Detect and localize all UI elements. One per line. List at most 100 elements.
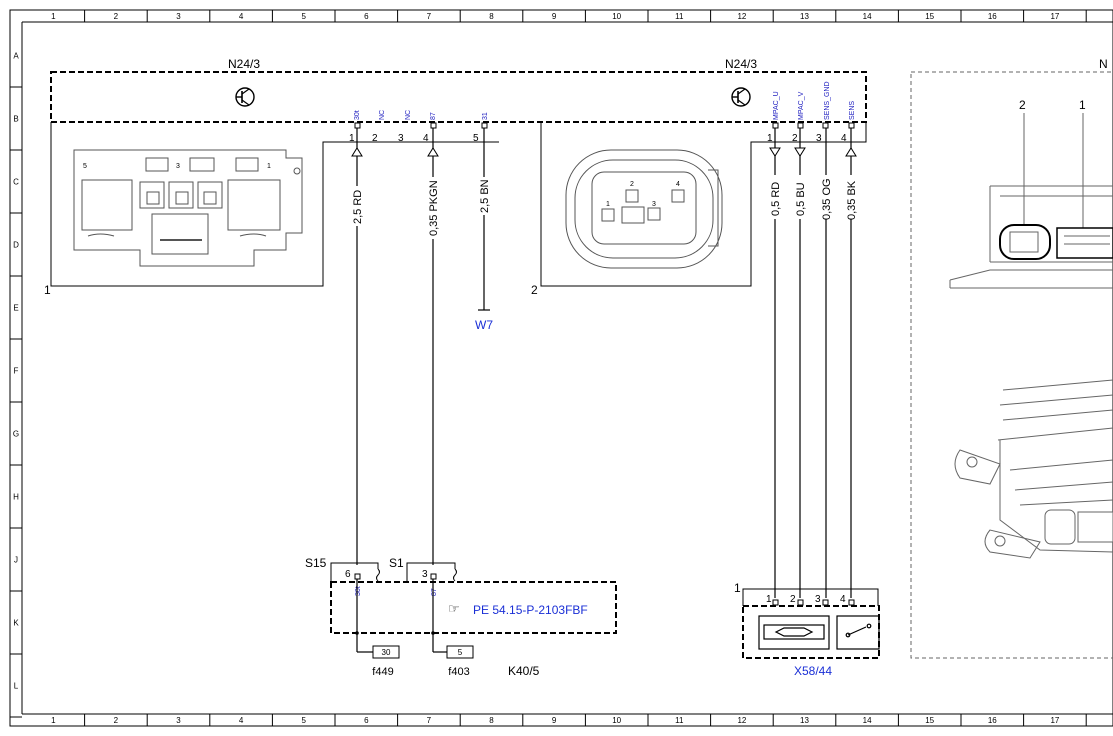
column-ruler-label-top: 6 [364,12,369,21]
row-ruler-label: F [14,367,19,376]
column-ruler-label-top: 8 [489,12,494,21]
column-ruler-label-bottom: 9 [552,716,557,725]
connector-face-right [565,149,723,269]
column-ruler-label-bottom: 15 [925,716,934,725]
column-ruler-label-top: 11 [675,12,684,21]
pin-number-left-2: 2 [372,133,378,144]
column-ruler-label-bottom: 13 [800,716,809,725]
terminal-label-s1: S1 [389,556,404,570]
column-ruler-label-top: 9 [552,12,557,21]
pointing-hand-icon: ☞ [448,601,460,616]
grid-rulers: 1122334455667788991010111112121313141415… [10,10,1087,726]
pin-number-left-1: 1 [349,133,355,144]
pin-number-s1: 3 [422,569,428,580]
pin-signal-right-4: SENS [849,101,856,120]
row-ruler-label: K [13,619,19,628]
sensor-element-symbol [758,615,830,650]
column-ruler-label-bottom: 4 [239,716,244,725]
row-ruler-label: E [13,304,18,313]
row-ruler-label: B [13,115,18,124]
column-ruler-label-top: 13 [800,12,809,21]
photo-callout-1: 1 [1079,98,1086,112]
ground-ref-link[interactable]: W7 [475,318,493,332]
component-photo-panel [910,71,1113,659]
column-ruler-label-top: 5 [301,12,306,21]
wire-direction-arrows [351,147,857,157]
pin-signal-s1: 87 [431,588,438,596]
pin-number-right-1: 1 [767,133,773,144]
column-ruler-label-bottom: 1 [51,716,56,725]
module-title-cut: N [1099,57,1108,71]
module-title-left: N24/3 [228,57,260,71]
wire-lines [356,128,852,598]
column-ruler-label-bottom: 7 [427,716,432,725]
pin-signal-left-3: NC [405,110,412,120]
fuse-junctions [355,631,435,635]
wire-label-4: 0,5 RD [770,182,782,216]
column-ruler-label-top: 10 [612,12,621,21]
fuse-f403: 5 [446,645,474,659]
face-label-right-3: 3 [652,201,656,208]
pin-signal-left-2: NC [379,110,386,120]
connector-callout-right: 2 [531,283,538,297]
sensor-pin-1: 1 [766,594,772,605]
column-ruler-label-top: 15 [925,12,934,21]
pin-contacts-left [354,122,488,129]
fuse-rating-f403: 5 [458,648,463,657]
column-ruler-label-bottom: 6 [364,716,369,725]
pin-number-left-4: 4 [423,133,429,144]
pin-signal-s15: 30t [355,586,362,596]
column-ruler-label-bottom: 16 [988,716,997,725]
fuse-name-f449: f449 [372,666,393,678]
wire-label-5: 0,5 BU [795,182,807,216]
sensor-pin-4: 4 [840,594,846,605]
column-ruler-label-bottom: 10 [612,716,621,725]
column-ruler-label-top: 4 [239,12,244,21]
column-ruler-label-top: 14 [863,12,872,21]
row-ruler-label: J [14,556,18,565]
sensor-pin-2: 2 [790,594,796,605]
doc-ref-link[interactable]: ☞ PE 54.15-P-2103FBF [448,601,588,617]
column-ruler-label-top: 1 [51,12,56,21]
face-label-right-1: 1 [606,201,610,208]
switch-symbol [836,615,880,650]
pin-signal-left-5: 31 [482,112,489,120]
column-ruler-label-bottom: 11 [675,716,684,725]
transistor-symbol-left [235,87,255,107]
column-ruler-label-bottom: 17 [1050,716,1059,725]
column-ruler-label-top: 7 [427,12,432,21]
column-ruler-label-top: 16 [988,12,997,21]
row-ruler-label: A [13,52,19,61]
pin-signal-right-3: SENS_GND [824,81,831,120]
fuse-rating-f449: 30 [382,648,391,657]
fuse-box-k40-5 [330,581,617,634]
terminal-label-s15: S15 [305,556,327,570]
wire-label-1: 2,5 RD [352,190,364,224]
diagram-frame [9,9,1113,727]
column-ruler-label-bottom: 14 [863,716,872,725]
column-ruler-label-bottom: 5 [301,716,306,725]
face-label-right-4: 4 [676,181,680,188]
module-title-right: N24/3 [725,57,757,71]
column-ruler-label-bottom: 3 [176,716,181,725]
pin-number-s15: 6 [345,569,351,580]
face-label-right-2: 2 [630,181,634,188]
column-ruler-label-bottom: 12 [737,716,746,725]
pin-signal-right-2: MPAC_V [798,91,805,120]
wire-label-2: 0,35 PKGN [428,180,440,236]
control-unit-photo [949,113,1113,559]
face-label-left-1: 1 [267,163,271,170]
sensor-pin-3: 3 [815,594,821,605]
connector-housing-outline-right [540,122,867,287]
column-ruler-label-top: 12 [737,12,746,21]
doc-ref-text[interactable]: PE 54.15-P-2103FBF [473,603,588,617]
terminal-brackets [330,562,457,582]
sensor-bracket [742,588,879,606]
pin-signal-left-4: 87 [430,112,437,120]
fuse-name-f403: f403 [448,666,469,678]
pin-number-left-3: 3 [398,133,404,144]
row-ruler-label: G [13,430,19,439]
fuse-wires [356,579,447,653]
connector-face-left [73,149,303,267]
